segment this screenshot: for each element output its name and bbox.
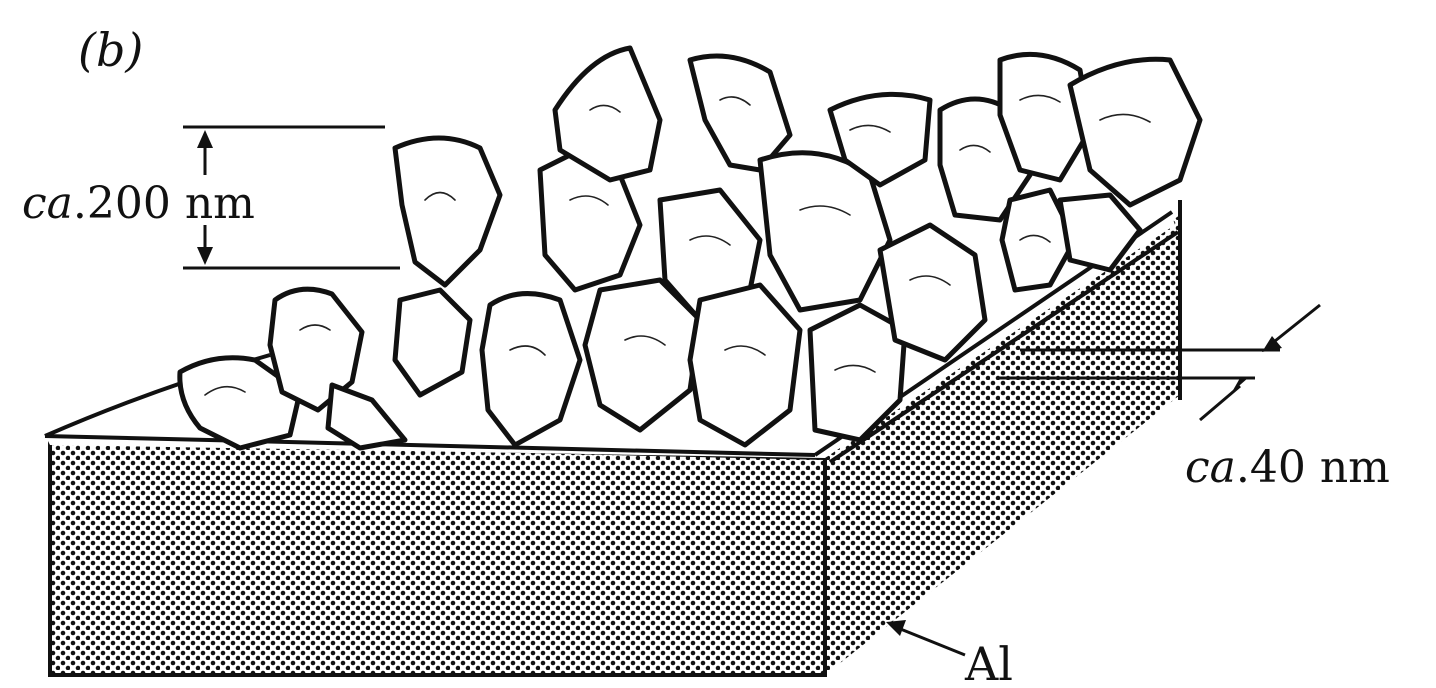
substrate-pointer-arrow	[886, 620, 965, 655]
dimension-label-200nm: ca.200 nm	[22, 178, 255, 229]
substrate-label: Al	[964, 637, 1013, 688]
substrate-front-face	[50, 440, 825, 675]
panel-label: (b)	[78, 23, 143, 77]
flake	[1070, 59, 1200, 205]
flake	[395, 138, 500, 285]
dimension-label-40nm: ca.40 nm	[1185, 442, 1390, 493]
flake	[690, 56, 790, 170]
